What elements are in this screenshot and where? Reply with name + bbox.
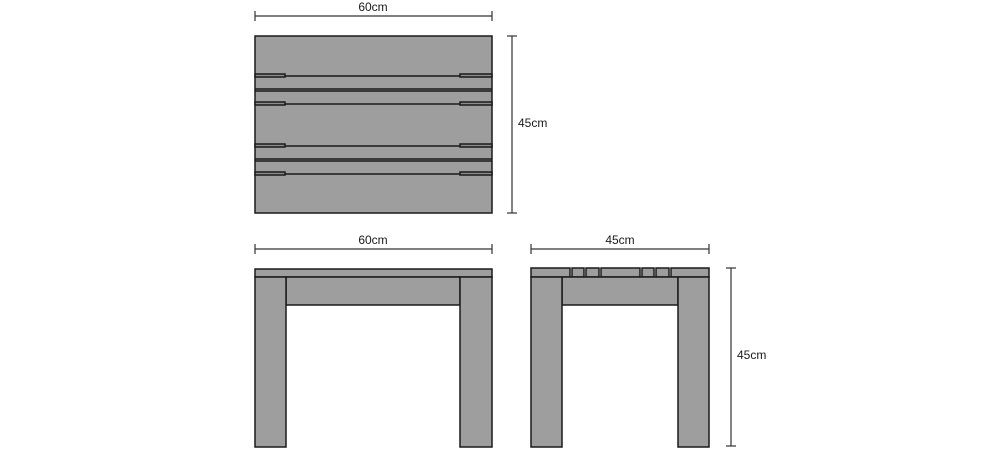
top-view-depth-label: 45cm bbox=[518, 116, 547, 130]
top-view-depth-dimension: 45cm bbox=[507, 35, 547, 214]
front-view-right-leg bbox=[459, 276, 493, 448]
front-view-width-dimension: 60cm bbox=[254, 233, 493, 254]
side-view-height-dimension: 45cm bbox=[726, 267, 766, 447]
front-view-left-leg bbox=[254, 276, 287, 448]
side-view-height-label: 45cm bbox=[737, 348, 766, 362]
front-view-top bbox=[254, 268, 493, 278]
top-view-tabletop bbox=[254, 35, 493, 214]
side-view: 45cm 45cm bbox=[530, 233, 766, 448]
side-view-slat-ends bbox=[530, 267, 710, 278]
top-view-width-label: 60cm bbox=[358, 0, 387, 14]
front-view: 60cm bbox=[254, 233, 493, 448]
side-view-left-leg bbox=[530, 276, 563, 448]
side-view-apron bbox=[561, 276, 679, 306]
top-view-slat-gaps bbox=[255, 75, 492, 175]
top-view-leg-marks bbox=[254, 73, 493, 176]
top-view-width-dimension: 60cm bbox=[254, 0, 493, 21]
side-view-width-dimension: 45cm bbox=[530, 233, 710, 254]
front-view-width-label: 60cm bbox=[358, 233, 387, 247]
side-view-width-label: 45cm bbox=[605, 233, 634, 247]
front-view-apron bbox=[285, 276, 461, 306]
top-view: 60cm 45cm bbox=[254, 0, 547, 214]
side-view-right-leg bbox=[677, 276, 710, 448]
